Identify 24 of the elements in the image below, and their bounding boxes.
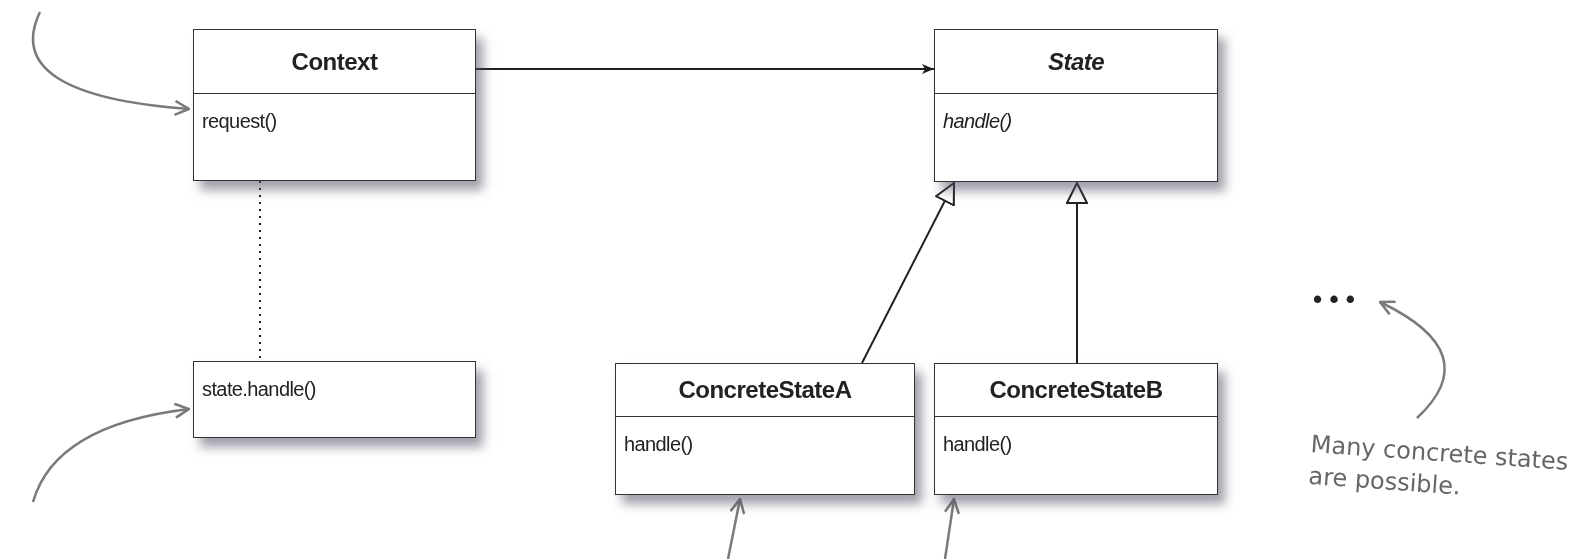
class-box [934, 29, 1218, 182]
annotation-text: Many concrete states are possible. [1304, 428, 1592, 558]
class-box [615, 363, 915, 495]
annotation-arrow [726, 497, 746, 559]
annotation-arrow [1378, 300, 1446, 419]
method-name: handle() [943, 433, 1012, 455]
method-name: request() [202, 110, 277, 132]
method-name: handle() [624, 433, 693, 455]
class-name: Context [291, 47, 378, 76]
annotation-arrow [31, 402, 191, 503]
inheritance-arrow [861, 182, 955, 364]
method-name: handle() [943, 110, 1012, 132]
code-text: state.handle() [202, 378, 316, 400]
annotation-arrow [31, 11, 191, 116]
class-box [193, 29, 476, 181]
association-arrow [475, 64, 935, 74]
inheritance-arrow [1066, 182, 1088, 364]
class-box [934, 363, 1218, 495]
code-note-box [193, 361, 476, 438]
ellipsis-text: • • • [1290, 282, 1378, 316]
class-name: State [1047, 47, 1105, 76]
class-name: ConcreteStateA [678, 376, 852, 404]
annotation-arrow [943, 497, 961, 559]
class-name: ConcreteStateB [989, 376, 1163, 404]
